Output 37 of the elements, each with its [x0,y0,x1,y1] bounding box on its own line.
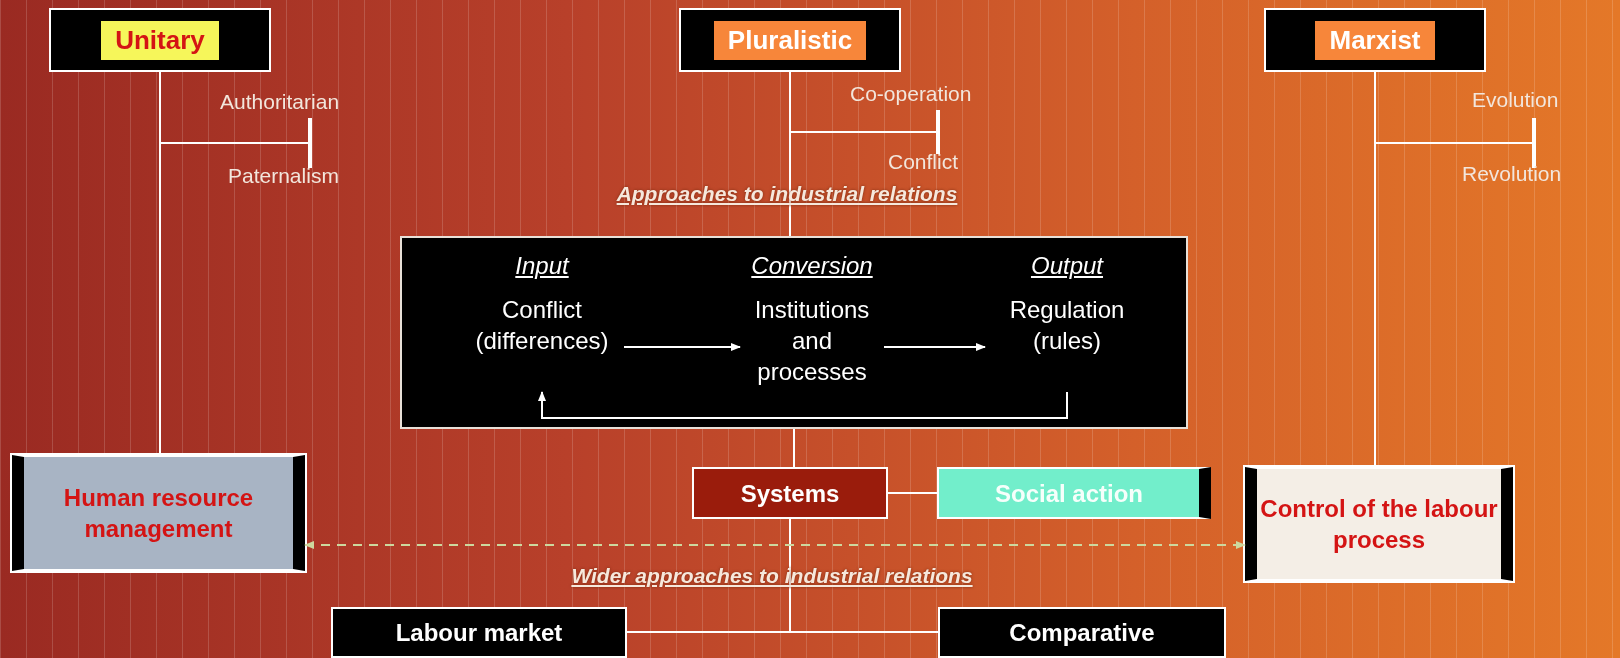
dashed-arrow [304,541,1246,549]
connector-line [793,428,795,468]
approach-box: Systems [692,467,888,519]
connector-line [159,71,309,144]
column-heading: Input [515,252,569,280]
arrow [623,343,741,351]
approach-box: Labour market [331,607,627,658]
side-text: Paternalism [228,164,339,188]
node-text: Institutions and processes [753,295,871,387]
title-box [1264,8,1486,72]
arrow [538,391,1068,419]
node-text: Conflict (differences) [474,295,610,356]
bracket-bar [936,110,940,154]
bracket-bar [308,118,312,168]
side-text: Co-operation [850,82,972,106]
connector-line [789,71,937,133]
side-text: Evolution [1472,88,1559,112]
title-box [49,8,271,72]
connector-line [1374,71,1533,144]
side-text: Conflict [888,150,959,174]
approach-box: Human resource management [12,455,305,571]
column-heading: Conversion [751,252,873,280]
column-heading: Output [1030,252,1103,280]
title-box [679,8,901,72]
approach-box: Control of the labour process [1245,467,1513,581]
side-text: Authoritarian [220,90,340,114]
bracket-bar [1532,118,1536,168]
approach-box: Comparative [938,607,1226,658]
title-label: Unitary [101,20,219,60]
connector-line [887,492,938,494]
node-text: Regulation (rules) [1008,295,1126,356]
approach-box: Social action [937,467,1211,519]
title-label: Marxist [1315,20,1435,60]
title-label: Pluralistic [713,20,867,60]
arrow [883,343,986,351]
diagram-panel [400,236,1188,429]
side-text: Revolution [1462,162,1562,186]
